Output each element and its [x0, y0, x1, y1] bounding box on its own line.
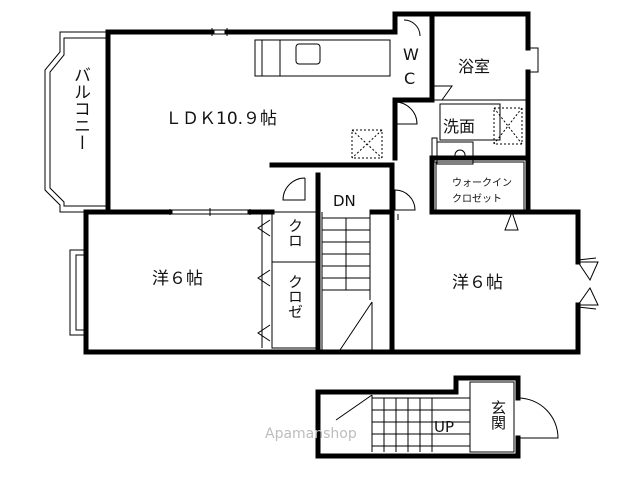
wash-label: 洗面 [443, 117, 475, 136]
wc-label-c: C [404, 69, 415, 88]
bath-label: 浴室 [458, 57, 490, 76]
western-room-right-label: 洋６帖 [452, 273, 503, 293]
dn-label: DN [333, 192, 356, 210]
ldk-label: ＬＤＫ10.９帖 [165, 109, 277, 129]
balcony-label: バルコニー [70, 66, 90, 151]
walls [83, 11, 581, 459]
entrance-label: 玄関 [489, 400, 507, 431]
thin-partitions [44, 11, 599, 453]
western-room-left-label: 洋６帖 [152, 269, 203, 289]
closet-small-label: クロ [286, 218, 304, 248]
wc-label-w: W [403, 45, 419, 64]
watermark: Apamanshop [265, 426, 357, 442]
closet-label: クロゼ [286, 274, 304, 319]
up-label: UP [434, 418, 454, 436]
walkin-label-2: クロゼット [452, 193, 502, 205]
dashed-fixtures [351, 103, 523, 159]
walkin-label-1: ウォークイン [452, 177, 512, 189]
